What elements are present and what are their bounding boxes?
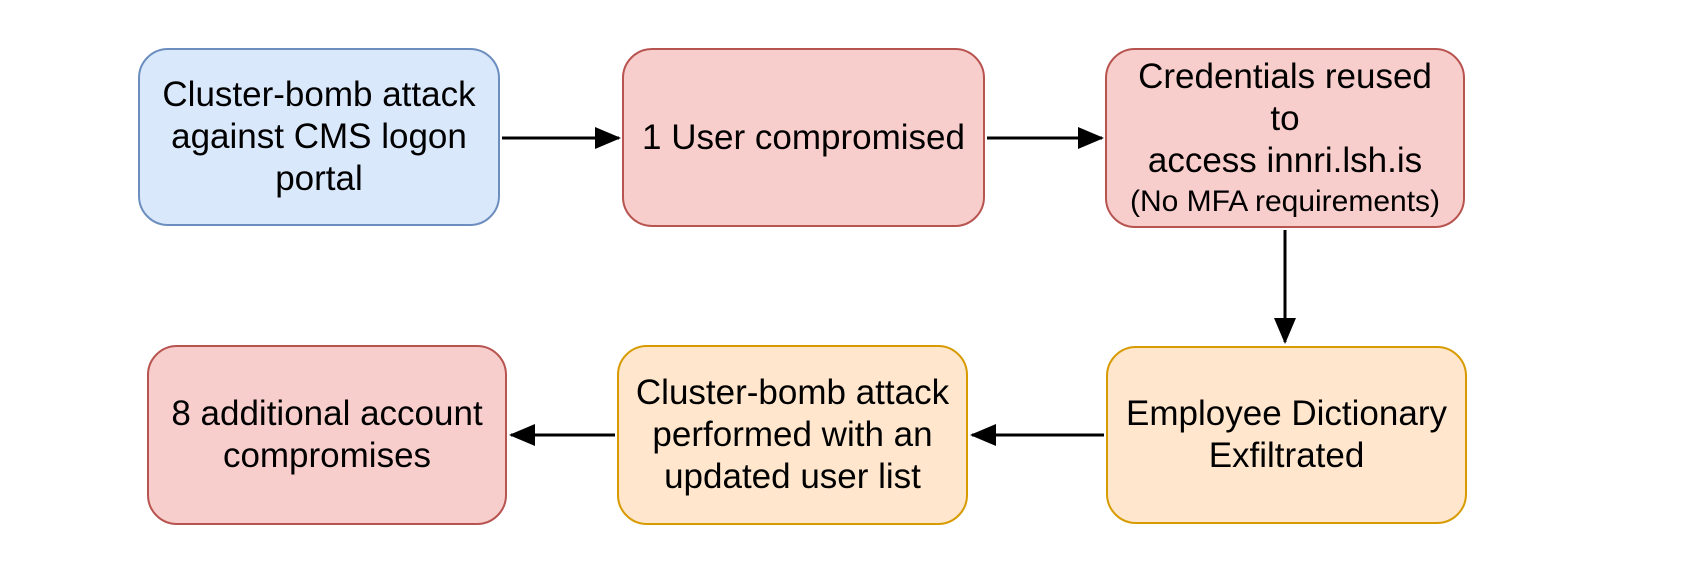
node-user-compromised: 1 User compromised xyxy=(622,48,985,227)
node-label: 8 additional account compromises xyxy=(171,394,483,475)
node-label: Credentials reused to access innri.lsh.i… xyxy=(1138,56,1432,180)
node-credentials-reused: Credentials reused to access innri.lsh.i… xyxy=(1105,48,1465,228)
node-cms-cluster-bomb-attack: Cluster-bomb attack against CMS logon po… xyxy=(138,48,500,226)
node-label: Employee Dictionary Exfiltrated xyxy=(1126,394,1447,475)
node-label: Cluster-bomb attack performed with an up… xyxy=(635,373,950,496)
node-sublabel: (No MFA requirements) xyxy=(1129,184,1441,218)
node-additional-compromises: 8 additional account compromises xyxy=(147,345,507,525)
node-label: 1 User compromised xyxy=(642,117,965,157)
node-dictionary-exfiltrated: Employee Dictionary Exfiltrated xyxy=(1106,346,1467,524)
node-label: Cluster-bomb attack against CMS logon po… xyxy=(162,75,476,198)
node-updated-cluster-bomb-attack: Cluster-bomb attack performed with an up… xyxy=(617,345,968,525)
